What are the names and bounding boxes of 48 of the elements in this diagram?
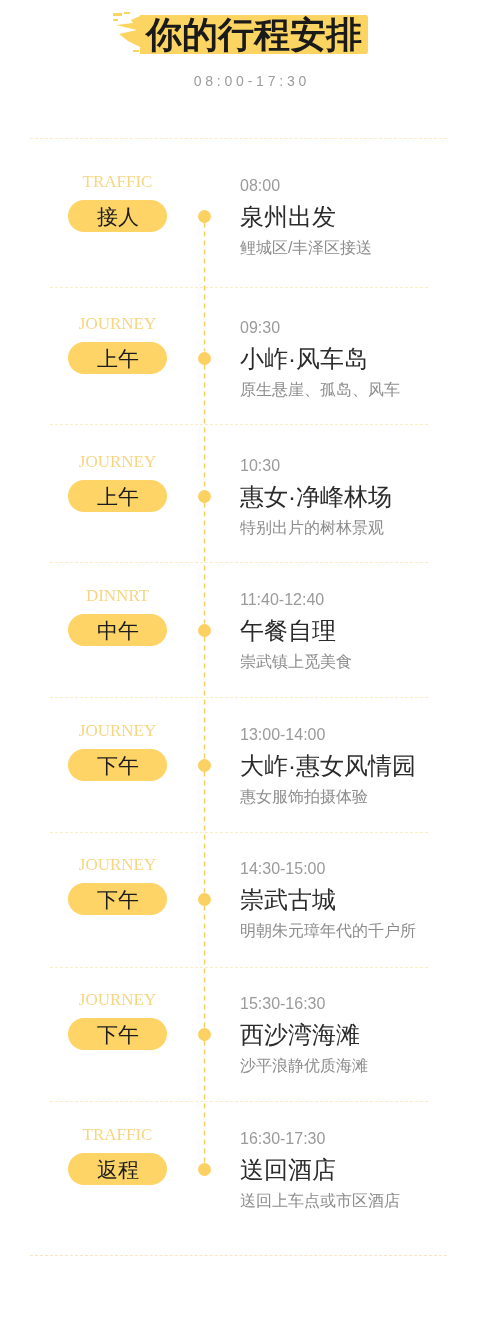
place-title: 小岞·风车岛 bbox=[240, 344, 368, 374]
place-description: 送回上车点或市区酒店 bbox=[240, 1191, 400, 1211]
place-title: 午餐自理 bbox=[240, 616, 336, 646]
time-text: 16:30-17:30 bbox=[240, 1129, 326, 1149]
place-description: 崇武镇上觅美食 bbox=[240, 652, 352, 672]
time-range: 08:00-17:30 bbox=[192, 72, 311, 90]
place-title: 送回酒店 bbox=[240, 1155, 336, 1185]
category-label: JOURNEY bbox=[78, 989, 157, 1011]
time-text: 10:30 bbox=[240, 456, 281, 476]
place-description: 特别出片的树林景观 bbox=[240, 518, 384, 538]
place-description: 明朝朱元璋年代的千户所 bbox=[240, 921, 416, 941]
timeline-line bbox=[203, 501, 206, 625]
category-label: DINNRT bbox=[85, 585, 150, 607]
category-label: TRAFFIC bbox=[82, 171, 153, 193]
category-label: TRAFFIC bbox=[82, 1124, 153, 1146]
place-description: 沙平浪静优质海滩 bbox=[240, 1056, 368, 1076]
period-tag: 下午 bbox=[68, 883, 167, 915]
time-text: 13:00-14:00 bbox=[240, 725, 326, 745]
timeline-line bbox=[203, 770, 206, 894]
time-text: 11:40-12:40 bbox=[240, 590, 325, 610]
place-description: 原生悬崖、孤岛、风车 bbox=[240, 380, 400, 400]
timeline-line bbox=[203, 1039, 206, 1164]
time-text: 14:30-15:00 bbox=[240, 859, 326, 879]
timeline-line bbox=[203, 904, 206, 1029]
place-description: 鲤城区/丰泽区接送 bbox=[240, 238, 373, 258]
period-tag: 中午 bbox=[68, 614, 167, 646]
period-tag: 返程 bbox=[68, 1153, 167, 1185]
period-tag: 下午 bbox=[68, 1018, 167, 1050]
place-title: 惠女·净峰林场 bbox=[240, 482, 392, 512]
place-title: 崇武古城 bbox=[240, 885, 336, 915]
time-text: 09:30 bbox=[240, 318, 281, 338]
period-tag: 下午 bbox=[68, 749, 167, 781]
timeline-line bbox=[203, 635, 206, 760]
time-text: 08:00 bbox=[240, 176, 281, 196]
category-label: JOURNEY bbox=[78, 451, 157, 473]
place-description: 惠女服饰拍摄体验 bbox=[240, 787, 368, 807]
page-title: 你的行程安排 bbox=[140, 15, 368, 54]
place-title: 大岞·惠女风情园 bbox=[240, 751, 416, 781]
time-text: 15:30-16:30 bbox=[240, 994, 326, 1014]
category-label: JOURNEY bbox=[78, 854, 157, 876]
place-title: 西沙湾海滩 bbox=[240, 1020, 360, 1050]
period-tag: 上午 bbox=[68, 342, 167, 374]
period-tag: 上午 bbox=[68, 480, 167, 512]
category-label: JOURNEY bbox=[78, 720, 157, 742]
period-tag: 接人 bbox=[68, 200, 167, 232]
place-title: 泉州出发 bbox=[240, 202, 336, 232]
timeline-line bbox=[203, 221, 206, 353]
category-label: JOURNEY bbox=[78, 313, 157, 335]
